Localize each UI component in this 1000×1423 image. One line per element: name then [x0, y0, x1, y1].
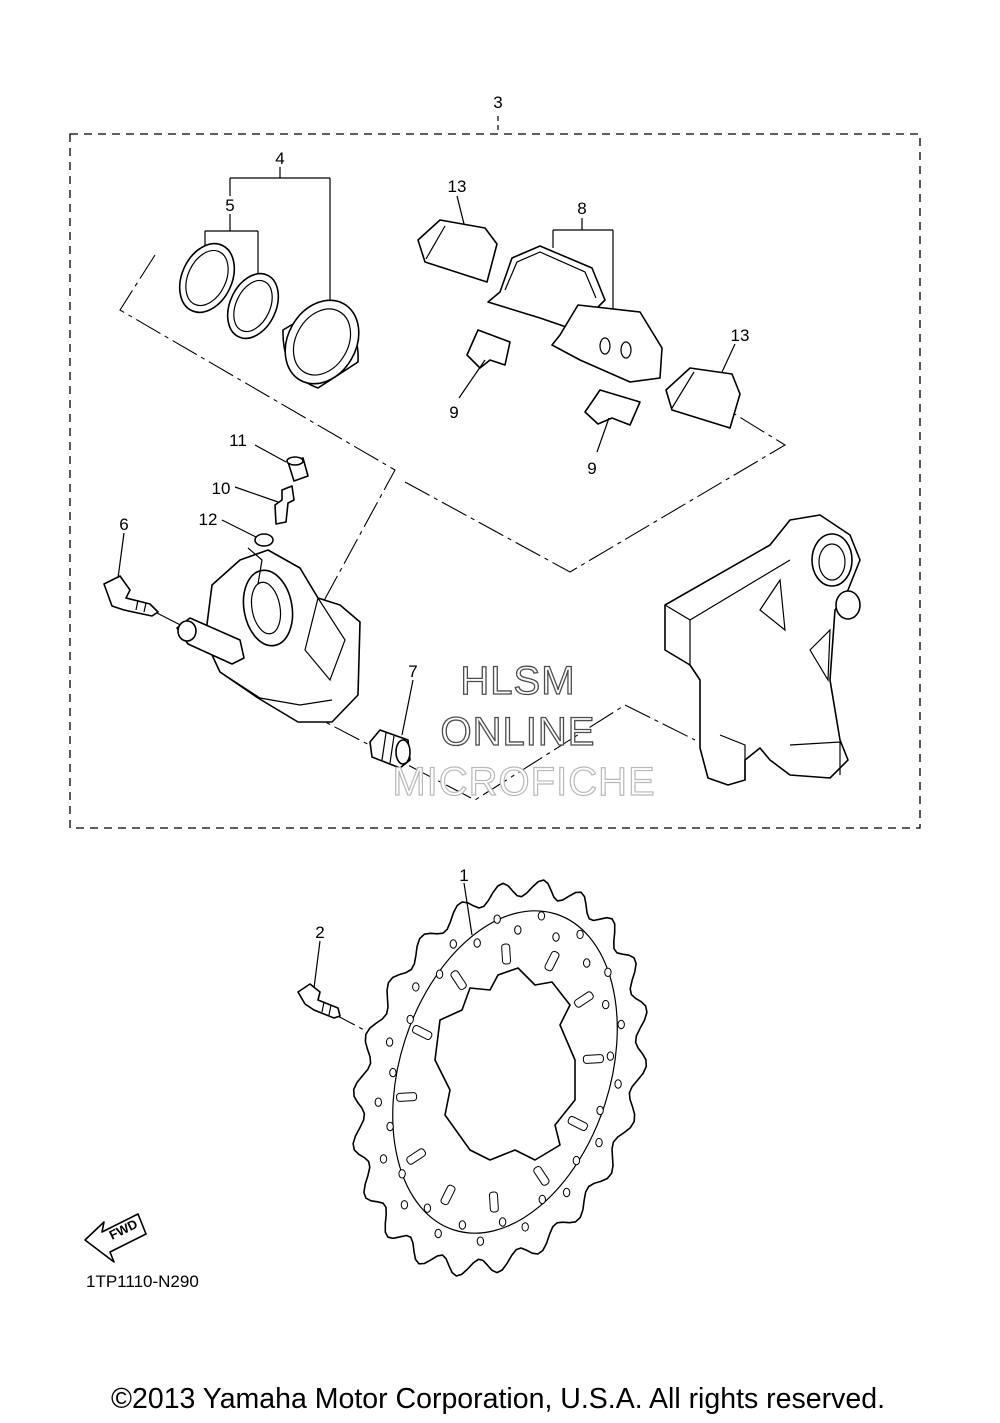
disc-hole: [458, 1220, 467, 1230]
piston-seal-inner: [226, 272, 280, 340]
callout-5: 5: [225, 196, 234, 215]
callout-13-lower: 13: [731, 326, 750, 345]
pad-shim-upper: [417, 219, 498, 283]
callout-4: 4: [275, 149, 284, 168]
disc-hole: [400, 1200, 409, 1210]
disc-hole: [379, 1154, 388, 1164]
disc-slot: [501, 943, 512, 965]
watermark-line-1: HLSM: [460, 659, 575, 703]
callout-labels: 1 2 3 4 5 6 7 8 9 9 10 11 12 13 13: [119, 93, 749, 942]
fwd-arrow-icon: FWD: [84, 1213, 147, 1263]
disc-slot: [440, 1184, 456, 1206]
disc-hole: [604, 967, 612, 977]
pad-spring-lower: [584, 389, 641, 426]
callout-11: 11: [229, 431, 247, 450]
disc-hole: [614, 1079, 622, 1089]
disc-hole: [412, 982, 420, 992]
disc-hole: [552, 932, 560, 942]
disc-hole: [476, 1236, 485, 1246]
piston-seal-outer: [178, 242, 236, 314]
callout-13-upper: 13: [448, 177, 467, 196]
disc-hole: [374, 1097, 382, 1107]
disc-slot: [488, 1191, 499, 1213]
disc-slot: [411, 1024, 433, 1041]
disc-hole: [434, 1228, 442, 1239]
callout-8-bracket: [552, 218, 614, 310]
slide-pin-boot: [369, 729, 411, 769]
disc-slot: [406, 1148, 426, 1165]
disc-slot: [567, 1115, 589, 1132]
caliper-bracket: [664, 514, 861, 786]
disc-holes: [374, 911, 625, 1246]
disc-hole: [389, 1067, 397, 1078]
caliper-piston: [282, 299, 360, 389]
disc-slot: [450, 970, 467, 990]
pad-shim-lower: [665, 367, 741, 429]
disc-hole: [576, 929, 584, 940]
brake-pad-kit: [487, 245, 663, 383]
disc-hole: [538, 1194, 546, 1205]
watermark: HLSM ONLINE MICROFICHE: [392, 658, 656, 804]
callout-9-upper: 9: [449, 403, 458, 422]
bleed-screw-cap: [286, 456, 309, 482]
callout-10: 10: [212, 479, 231, 498]
diagram-code: 1TP1110-N290: [86, 1272, 199, 1291]
bleed-screw: [274, 485, 295, 525]
disc-hole: [385, 1037, 394, 1047]
disc-hole: [617, 1019, 625, 1030]
disc-slot: [533, 1166, 550, 1186]
disc-hole: [514, 925, 522, 935]
brake-disc: [352, 879, 648, 1277]
disc-slot: [396, 1092, 418, 1102]
disc-hole: [602, 999, 610, 1010]
disc-hole: [398, 1169, 406, 1179]
callout-1: 1: [459, 866, 468, 885]
disc-hole: [449, 939, 457, 949]
disc-hole: [572, 1155, 581, 1166]
watermark-line-2: ONLINE: [441, 710, 596, 754]
disc-hole: [537, 911, 546, 921]
callout-2: 2: [315, 923, 324, 942]
disc-hole: [435, 969, 444, 979]
bleed-cap: [254, 533, 274, 547]
disc-hole: [521, 1222, 529, 1232]
assembly-boundary: [69, 133, 921, 829]
copyright-notice: ©2013 Yamaha Motor Corporation, U.S.A. A…: [111, 1383, 885, 1415]
disc-hole: [493, 914, 501, 924]
disc-hole: [406, 1014, 414, 1025]
disc-bolt: [297, 983, 341, 1019]
callout-12: 12: [199, 510, 218, 529]
callout-7: 7: [408, 662, 417, 681]
disc-hole: [596, 1105, 604, 1116]
callout-6: 6: [119, 515, 128, 534]
disc-slot: [574, 991, 594, 1008]
disc-hole: [473, 938, 481, 948]
caliper-body: [176, 547, 361, 723]
pad-spring-upper: [466, 329, 511, 369]
callout-3: 3: [493, 93, 502, 112]
caliper-bolt: [103, 575, 159, 617]
callout-8: 8: [577, 199, 586, 218]
disc-hole: [386, 1121, 394, 1132]
disc-hole: [423, 1203, 432, 1213]
disc-hole: [498, 1217, 507, 1227]
disc-hole: [583, 958, 591, 968]
disc-slot: [582, 1054, 604, 1064]
callout-9-lower: 9: [587, 459, 596, 478]
disc-slot: [544, 950, 560, 972]
disc-hole: [595, 1137, 603, 1148]
disc-hole: [606, 1051, 615, 1061]
watermark-line-3: MICROFICHE: [392, 760, 655, 804]
disc-hole: [562, 1187, 571, 1198]
callout-4-bracket: [229, 167, 331, 305]
